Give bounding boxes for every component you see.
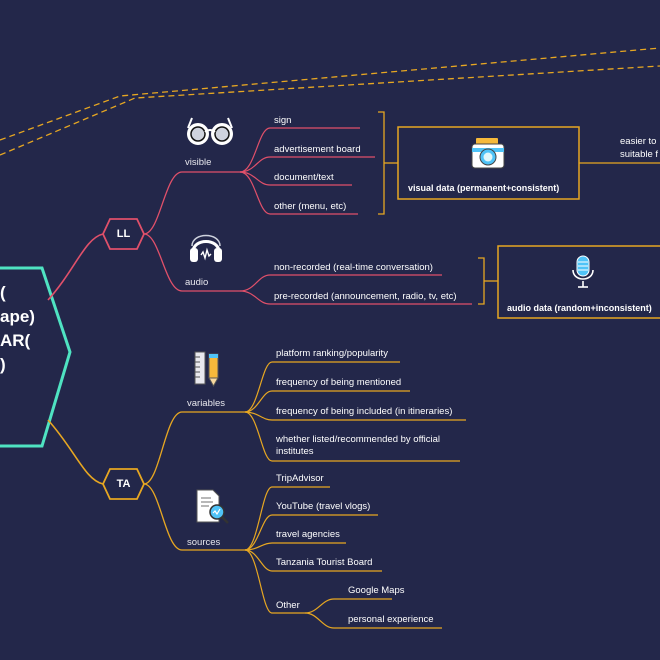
dashed-connector-1 bbox=[0, 47, 660, 141]
audio-item-non-recorded: non-recorded (real-time conversation) bbox=[274, 262, 433, 273]
eyeglasses-icon bbox=[187, 117, 233, 145]
ta-node-label: TA bbox=[116, 478, 131, 490]
ll-node[interactable]: LL bbox=[103, 219, 144, 249]
sources-label: sources bbox=[187, 537, 221, 548]
sources-item-tanzania-board: Tanzania Tourist Board bbox=[276, 557, 373, 568]
ta-node[interactable]: TA bbox=[103, 469, 144, 499]
sources-item-youtube: YouTube (travel vlogs) bbox=[276, 501, 371, 512]
variables-item-official-line1: whether listed/recommended by official bbox=[276, 434, 441, 445]
visible-item-sign: sign bbox=[274, 115, 292, 126]
central-to-ll-line bbox=[47, 233, 104, 301]
visible-item-advertisement-board: advertisement board bbox=[274, 144, 361, 155]
audio-item-pre-recorded: pre-recorded (announcement, radio, tv, e… bbox=[274, 291, 457, 302]
variables-item-itineraries: frequency of being included (in itinerar… bbox=[276, 406, 453, 417]
note-line-1: easier to bbox=[620, 136, 657, 147]
variables-item-mentioned: frequency of being mentioned bbox=[276, 377, 402, 388]
audio-data-label: audio data (random+inconsistent) bbox=[507, 303, 652, 313]
note-line-2: suitable f bbox=[620, 149, 659, 160]
sources-item-travel-agencies: travel agencies bbox=[276, 529, 340, 540]
visual-data-label: visual data (permanent+consistent) bbox=[408, 183, 560, 193]
visible-label: visible bbox=[185, 157, 212, 168]
camera-icon bbox=[471, 138, 505, 169]
headphones-icon bbox=[190, 234, 222, 262]
other-item-personal-experience: personal experience bbox=[348, 614, 434, 625]
variables-label: variables bbox=[187, 398, 226, 409]
audio-label: audio bbox=[185, 277, 209, 288]
sources-item-tripadvisor: TripAdvisor bbox=[276, 473, 324, 484]
microphone-icon bbox=[572, 255, 594, 288]
central-to-ta-line bbox=[47, 419, 104, 485]
variables-item-ranking: platform ranking/popularity bbox=[276, 348, 388, 359]
ll-node-label: LL bbox=[116, 228, 131, 240]
ruler-pencil-icon bbox=[194, 351, 219, 388]
sources-item-other: Other bbox=[276, 600, 300, 611]
variables-item-official-line2: institutes bbox=[276, 446, 314, 457]
document-search-icon bbox=[196, 489, 229, 524]
other-item-google-maps: Google Maps bbox=[348, 585, 405, 596]
central-node-shape bbox=[0, 266, 72, 448]
visible-item-document-text: document/text bbox=[274, 172, 334, 183]
visible-item-other: other (menu, etc) bbox=[274, 201, 347, 212]
central-node-label: ( ape) AR( ) bbox=[0, 283, 35, 374]
